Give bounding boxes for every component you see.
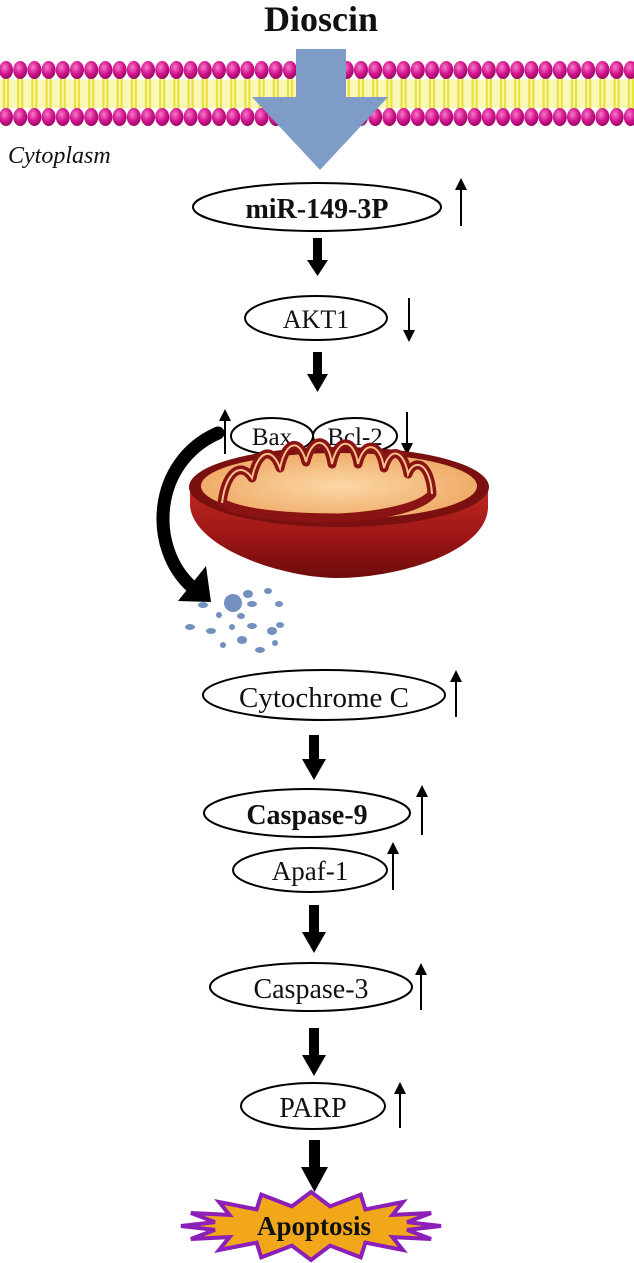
caspase-9-label: Caspase-9	[246, 800, 367, 831]
caspase-9-up-arrow-icon	[416, 785, 428, 835]
release-arrow-icon	[156, 426, 225, 602]
dioscin-entry-arrow	[252, 49, 388, 170]
node-caspase-9: Caspase-9	[203, 788, 411, 838]
flow-arrow-4	[302, 905, 326, 953]
cytochrome-c-label: Cytochrome C	[239, 682, 409, 714]
node-caspase-3: Caspase-3	[209, 962, 413, 1012]
flow-arrow-2	[307, 352, 328, 392]
caspase-3-up-arrow-icon	[415, 963, 427, 1010]
cytochrome-c-particles	[185, 588, 284, 653]
flow-arrow-5	[302, 1028, 326, 1076]
bcl2-down-arrow-icon	[401, 412, 413, 455]
node-apaf-1: Apaf-1	[232, 847, 388, 893]
apoptosis-label: Apoptosis	[257, 1211, 371, 1241]
dioscin-label: Dioscin	[264, 0, 378, 39]
mitochondrion-illustration	[189, 438, 489, 578]
mir-label: miR-149-3P	[245, 194, 388, 225]
mir-up-arrow-icon	[455, 178, 467, 226]
flow-arrow-6	[301, 1140, 328, 1192]
flow-arrow-3	[302, 735, 326, 780]
apaf-1-up-arrow-icon	[387, 842, 399, 890]
cytochrome-c-up-arrow-icon	[450, 670, 462, 717]
node-cytochrome-c: Cytochrome C	[202, 669, 446, 721]
apaf-1-label: Apaf-1	[272, 856, 348, 886]
bax-up-arrow-icon	[219, 409, 231, 454]
akt1-label: AKT1	[283, 305, 349, 334]
parp-up-arrow-icon	[394, 1082, 406, 1128]
node-mir-149-3p: miR-149-3P	[192, 182, 442, 232]
caspase-3-label: Caspase-3	[253, 974, 368, 1005]
flow-arrow-1	[307, 238, 328, 276]
apoptosis-burst: Apoptosis	[180, 1189, 442, 1263]
parp-label: PARP	[279, 1093, 346, 1124]
node-parp: PARP	[240, 1082, 386, 1130]
cytoplasm-label: Cytoplasm	[8, 143, 111, 169]
node-akt1: AKT1	[244, 295, 388, 341]
akt1-down-arrow-icon	[403, 298, 415, 342]
